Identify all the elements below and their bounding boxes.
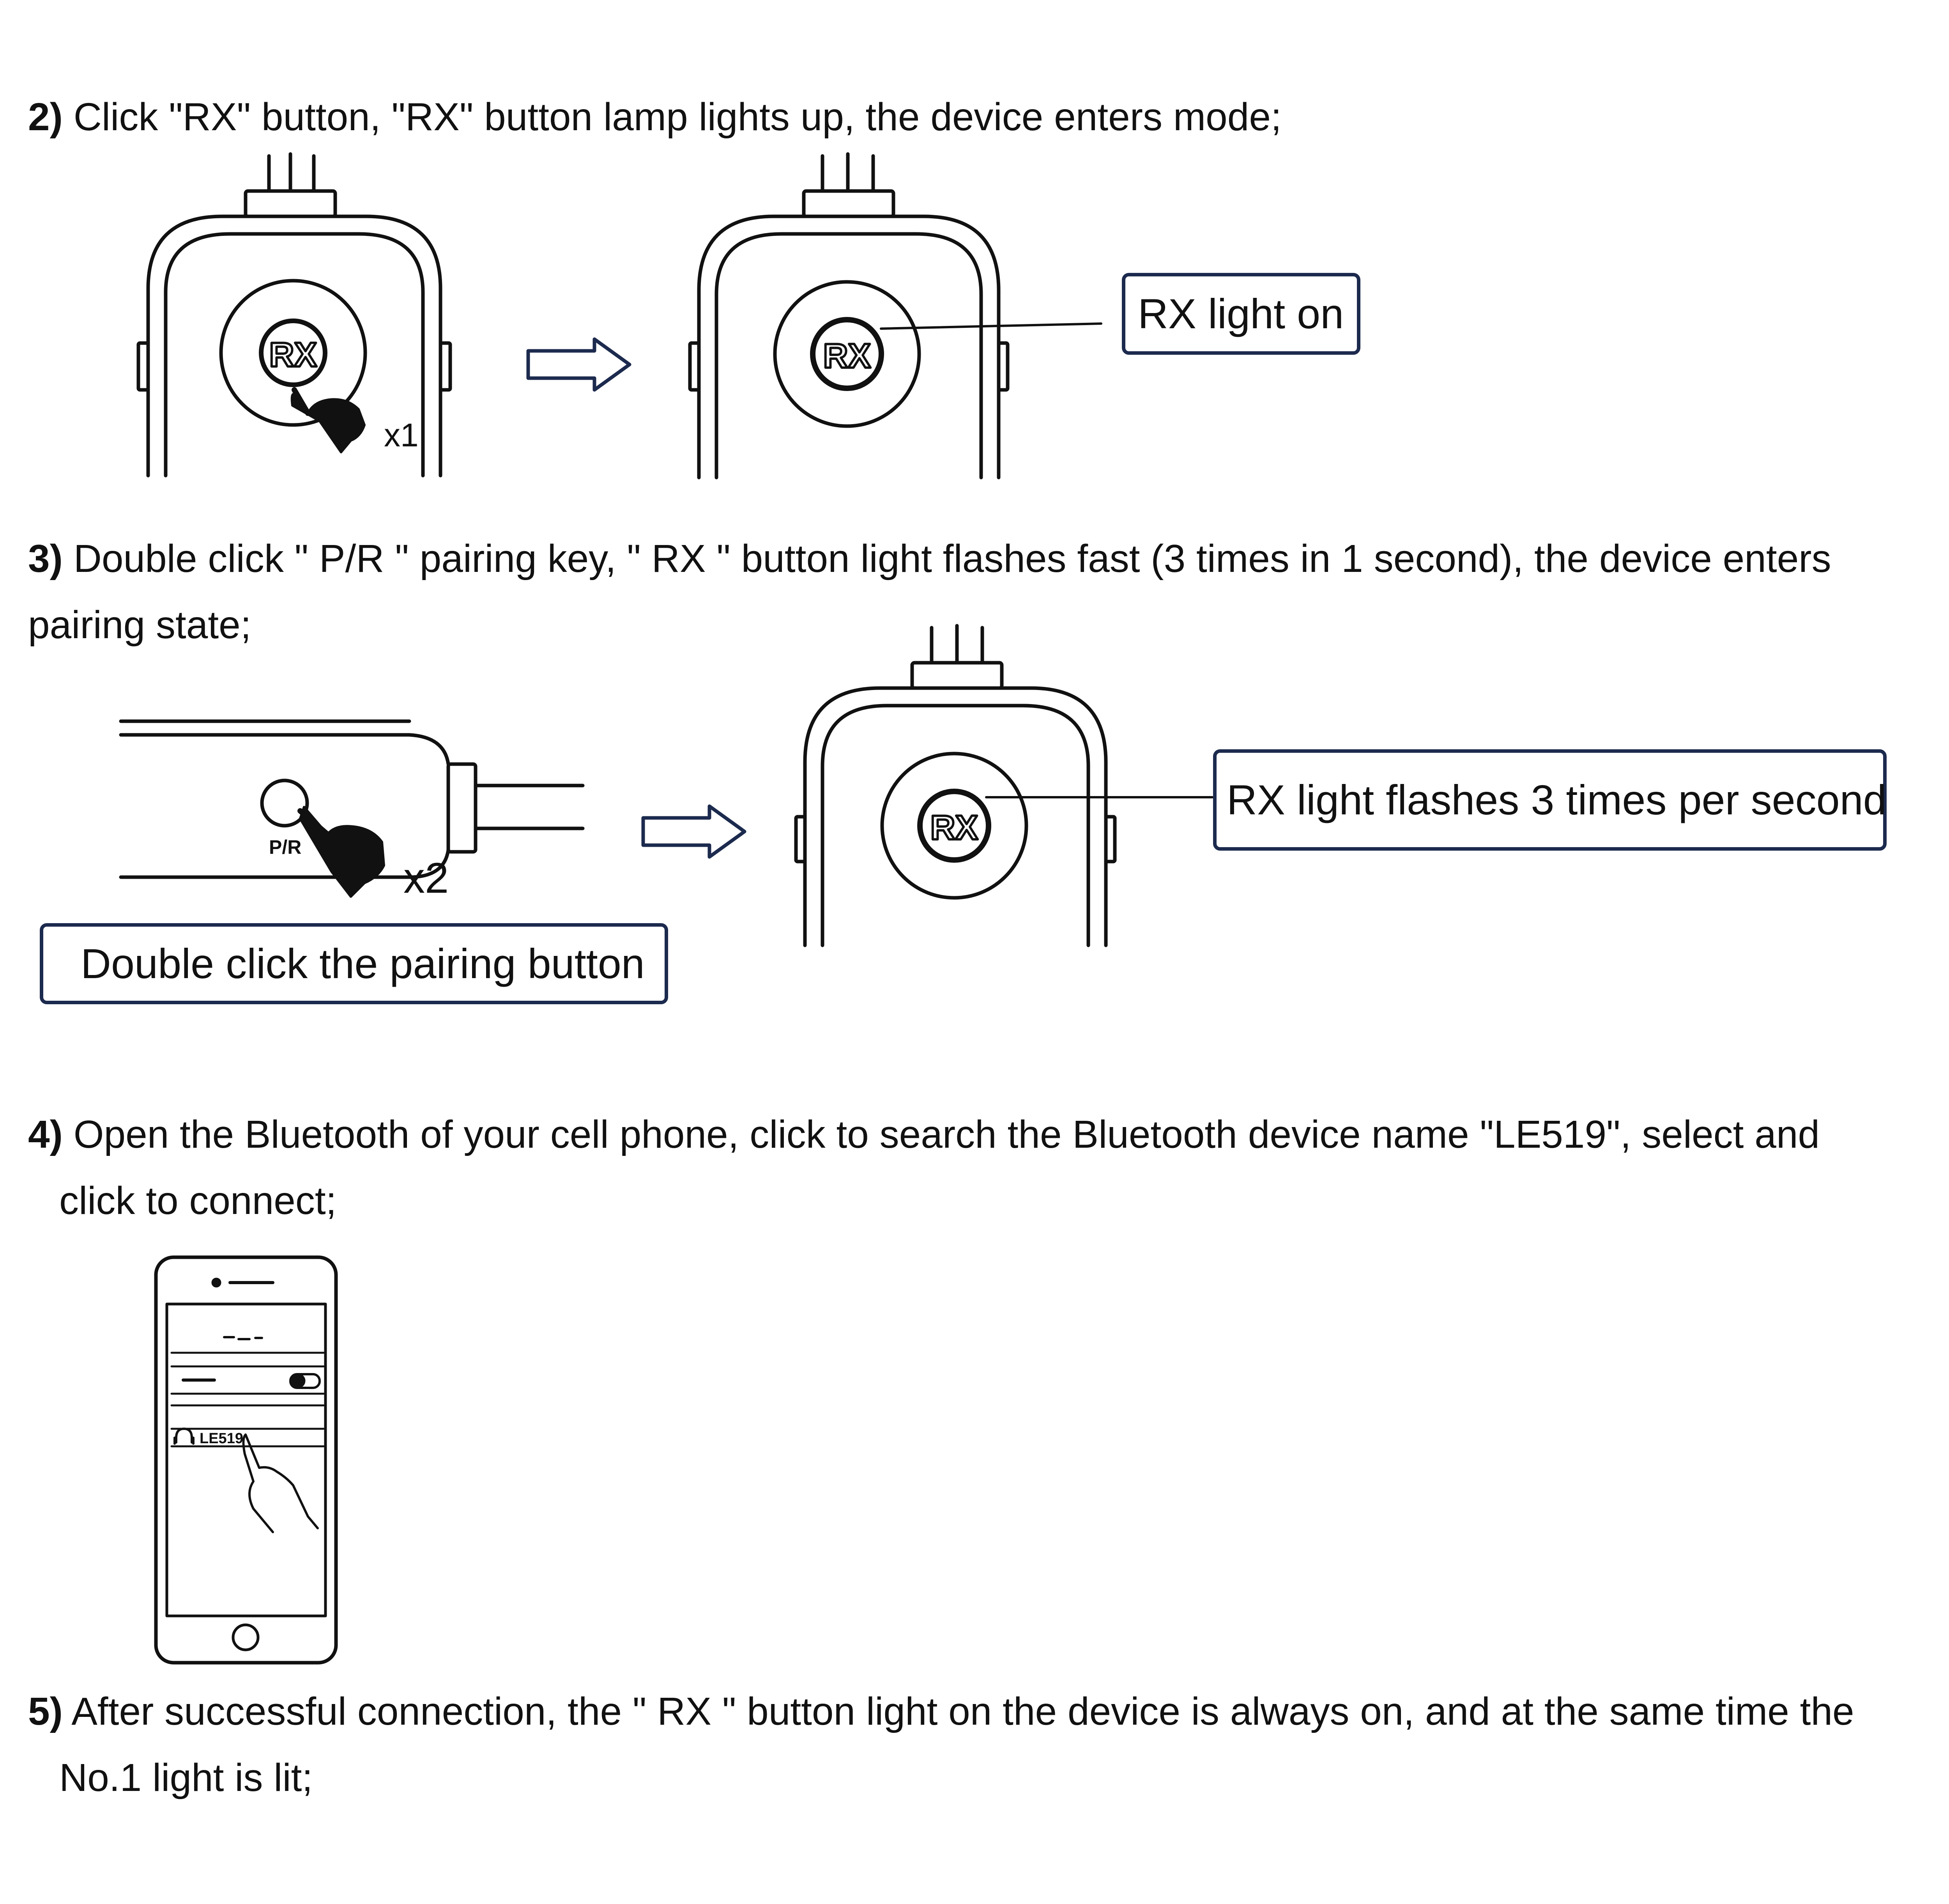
rx-button-label: RX xyxy=(269,335,317,374)
step-2-number: 2) xyxy=(28,95,63,139)
step-3-text: Double click " P/R " pairing key, " RX "… xyxy=(73,537,1831,580)
finger-press-icon xyxy=(242,1433,319,1533)
step-2-text: Click "RX" button, "RX" button lamp ligh… xyxy=(73,95,1282,139)
arrow-right-icon xyxy=(641,804,746,859)
pair-key-label: P/R xyxy=(269,836,301,858)
finger-press-icon xyxy=(290,393,366,453)
step-5: 5) After successful connection, the " RX… xyxy=(28,1678,1949,1811)
step-5-number: 5) xyxy=(28,1690,63,1733)
arrow-right-icon xyxy=(526,337,631,392)
callout-rx-flashes-text: RX light flashes 3 times per second xyxy=(1227,776,1887,823)
press-count-twice: x2 xyxy=(403,854,449,902)
step-4-continuation: click to connect; xyxy=(59,1179,337,1223)
pairing-key-illustration: P/R x2 xyxy=(119,719,585,902)
headphone-icon xyxy=(173,1428,195,1445)
callout-rx-flashes: RX light flashes 3 times per second xyxy=(1213,749,1887,851)
press-count-once: x1 xyxy=(384,417,419,453)
step-4: 4) Open the Bluetooth of your cell phone… xyxy=(28,1101,1949,1234)
step-5-text: After successful connection, the " RX " … xyxy=(71,1690,1854,1733)
device-after-illustration: RX xyxy=(688,152,1102,480)
phone-illustration: LE519 xyxy=(154,1255,338,1665)
phone-device-name: LE519 xyxy=(200,1430,243,1447)
step-5-continuation: No.1 light is lit; xyxy=(59,1756,313,1800)
step-3: 3) Double click " P/R " pairing key, " R… xyxy=(28,526,1949,658)
device-flashing-illustration: RX xyxy=(794,624,1213,947)
callout-double-click: Double click the pairing button xyxy=(40,923,668,1004)
step-3-number: 3) xyxy=(28,537,63,580)
step-2: 2) Click "RX" button, "RX" button lamp l… xyxy=(28,84,1949,150)
step-3-continuation: pairing state; xyxy=(28,603,251,647)
callout-rx-light-on: RX light on xyxy=(1122,273,1360,355)
step-4-number: 4) xyxy=(28,1113,63,1156)
step-4-text: Open the Bluetooth of your cell phone, c… xyxy=(73,1113,1820,1156)
toggle-icon xyxy=(289,1373,321,1389)
device-before-illustration: RX x1 xyxy=(136,152,452,478)
callout-rx-light-on-text: RX light on xyxy=(1138,290,1344,337)
rx-button-label: RX xyxy=(930,808,978,847)
rx-button-label: RX xyxy=(823,336,871,375)
callout-double-click-text: Double click the pairing button xyxy=(81,940,645,987)
